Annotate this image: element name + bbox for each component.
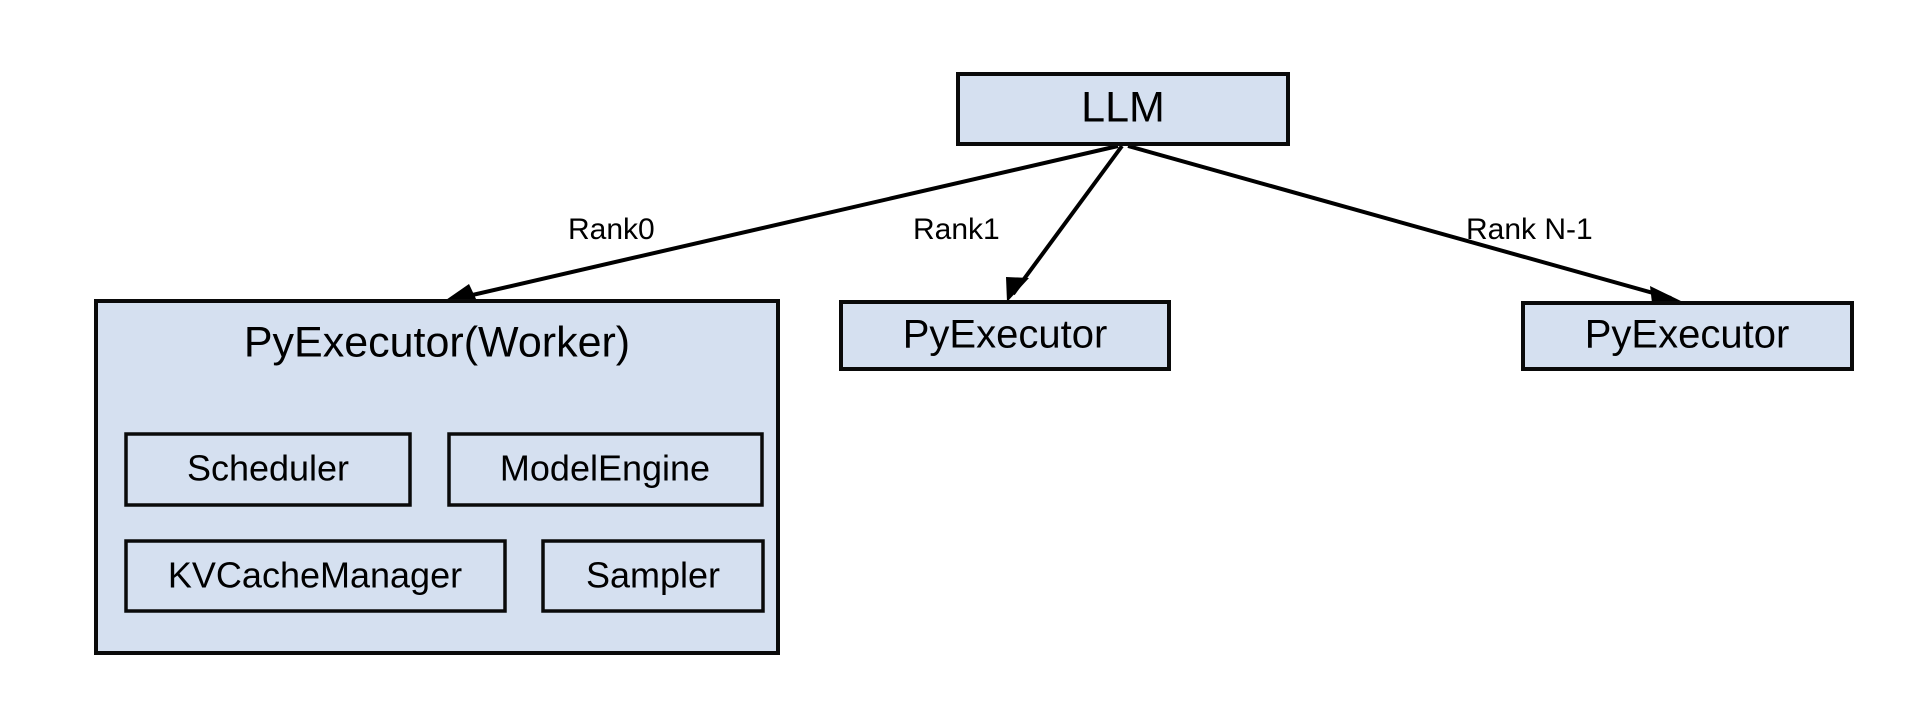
node-kv-cache-manager-box[interactable] [124,539,507,613]
edge-rank1-label: Rank1 [913,213,1000,246]
node-llm[interactable]: LLM [956,72,1290,146]
node-kv-cache-manager[interactable]: KVCacheManager [124,539,507,613]
node-scheduler[interactable]: Scheduler [124,432,412,507]
node-pyexecutor-rank1-label: PyExecutor [903,313,1108,357]
edge-rank1: Rank1 [913,144,1124,302]
edge-rank1-arrowhead [1006,277,1029,302]
node-pyexecutor-worker[interactable]: PyExecutor(Worker) Scheduler ModelEngine… [94,299,780,655]
edge-rank-n-1-label: Rank N-1 [1466,213,1593,246]
edge-rank0-arrowhead [443,284,477,302]
edge-rank-n-1-arrowhead [1650,286,1683,303]
node-pyexecutor-rank1[interactable]: PyExecutor [839,300,1171,371]
node-pyexecutor-rank-n-1[interactable]: PyExecutor [1521,301,1854,371]
edge-rank-n-1-line [1127,144,1672,300]
node-sampler-box[interactable] [541,539,765,613]
node-pyexecutor-rank-n-1-label: PyExecutor [1585,313,1790,357]
node-pyexecutor-worker-label: PyExecutor(Worker) [244,318,630,366]
edge-rank0-line [454,144,1119,301]
node-scheduler-label: Scheduler [187,448,349,489]
edge-rank0-label: Rank0 [568,213,655,246]
node-sampler[interactable]: Sampler [541,539,765,613]
node-model-engine-label: ModelEngine [500,448,710,489]
node-llm-box[interactable] [956,72,1290,146]
node-model-engine[interactable]: ModelEngine [447,432,764,507]
node-scheduler-box[interactable] [124,432,412,507]
edge-rank-n-1: Rank N-1 [1127,144,1683,303]
node-sampler-label: Sampler [586,555,720,596]
node-pyexecutor-rank-n-1-box[interactable] [1521,301,1854,371]
node-pyexecutor-rank1-box[interactable] [839,300,1171,371]
edge-rank1-line [1011,144,1124,296]
edge-rank0: Rank0 [443,144,1119,302]
node-kv-cache-manager-label: KVCacheManager [168,555,462,596]
edge-group: Rank0 Rank1 Rank N-1 [443,144,1683,303]
node-llm-label: LLM [1081,83,1165,131]
node-model-engine-box[interactable] [447,432,764,507]
